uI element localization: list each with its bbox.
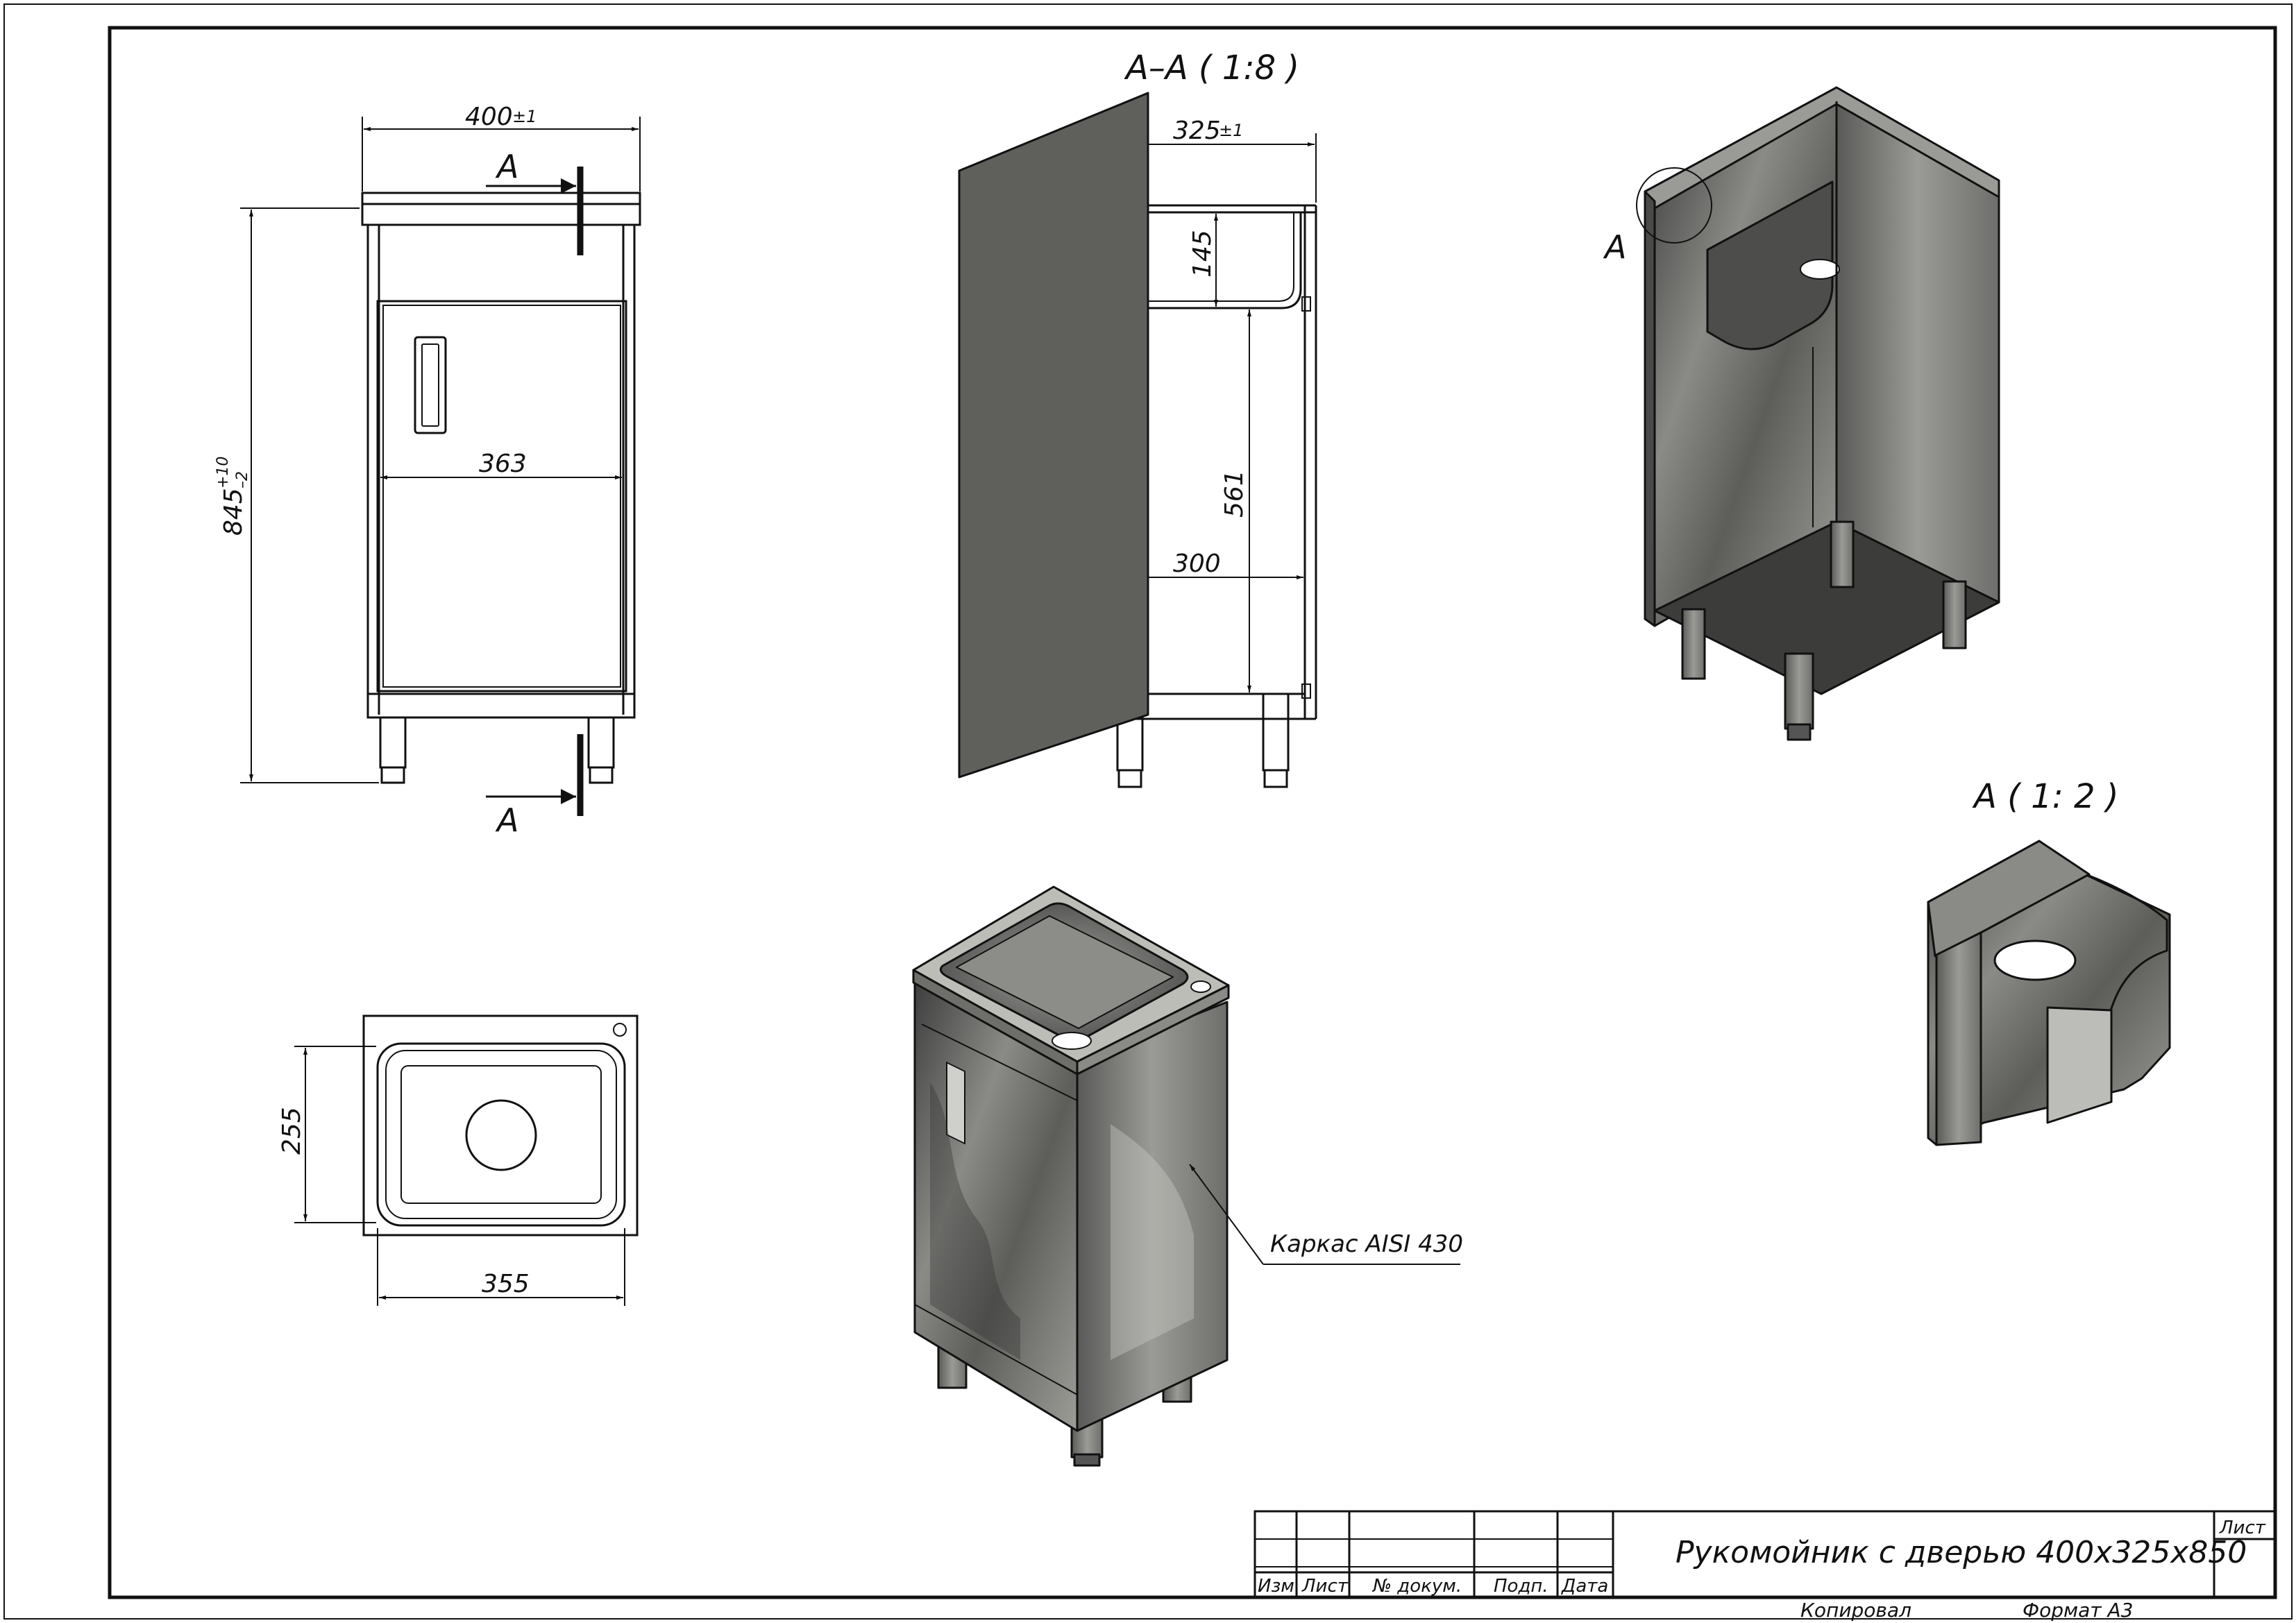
- iso-reflections: [930, 1082, 1194, 1360]
- iso-cabinet-view: [912, 885, 1460, 1467]
- dim-top-bowl-depth: 255: [278, 1107, 306, 1155]
- title-block: [1253, 1510, 2277, 1599]
- title-block-sheet-label: Лист: [2219, 1518, 2266, 1538]
- dim-section-depth: 325: [1173, 117, 1221, 145]
- dim-top-bowl-width: 355: [482, 1270, 530, 1298]
- section-cut-marks: [486, 167, 584, 816]
- iso-callout-frame: Каркас AISI 430: [1270, 1230, 1463, 1258]
- dim-front-height-tol-lower: –2: [234, 471, 251, 488]
- front-view: [361, 192, 641, 784]
- detail-marker: А: [1603, 228, 1626, 266]
- title-block-col-izm: Изм.: [1258, 1576, 1300, 1597]
- dim-front-width-tol: ±1: [512, 107, 537, 126]
- top-view: [362, 1014, 639, 1237]
- detail-title: А ( 1: 2 ): [1972, 777, 2119, 816]
- section-title: А–А ( 1:8 ): [1124, 49, 1299, 87]
- dim-door-width: 363: [479, 450, 527, 478]
- top-dimensions: [294, 1046, 625, 1306]
- title-block-title: Рукомойник с дверью 400x325x850: [1675, 1535, 2247, 1570]
- dim-section-depth-tol: ±1: [1219, 121, 1243, 140]
- sheet-frame: [108, 26, 2277, 1599]
- front-dimensions: [240, 117, 641, 783]
- detail-circle: [1636, 167, 1712, 244]
- title-block-col-list: Лист: [1301, 1576, 1349, 1597]
- section-marker-bottom: А: [495, 801, 518, 839]
- detail-view: [1927, 840, 2171, 1146]
- section-marker-top: А: [495, 148, 518, 185]
- copied-label: Копировал: [1800, 1599, 1911, 1622]
- dim-front-height: 845: [219, 488, 248, 536]
- title-block-col-date: Дата: [1561, 1576, 1608, 1597]
- dim-section-inner-depth: 300: [1173, 550, 1221, 578]
- dim-front-width: 400: [465, 103, 513, 131]
- dim-front-height-tol-upper: +10: [214, 457, 232, 488]
- format-label: Формат А3: [2023, 1599, 2133, 1622]
- iso-frame-view: [958, 86, 2000, 779]
- sheet-outer-border: [3, 3, 2293, 1620]
- dim-bowl-height: 145: [1188, 230, 1217, 278]
- dim-inner-height: 561: [1220, 470, 1249, 518]
- title-block-col-sign: Подп.: [1494, 1576, 1548, 1597]
- title-block-col-doc: № докум.: [1371, 1576, 1462, 1597]
